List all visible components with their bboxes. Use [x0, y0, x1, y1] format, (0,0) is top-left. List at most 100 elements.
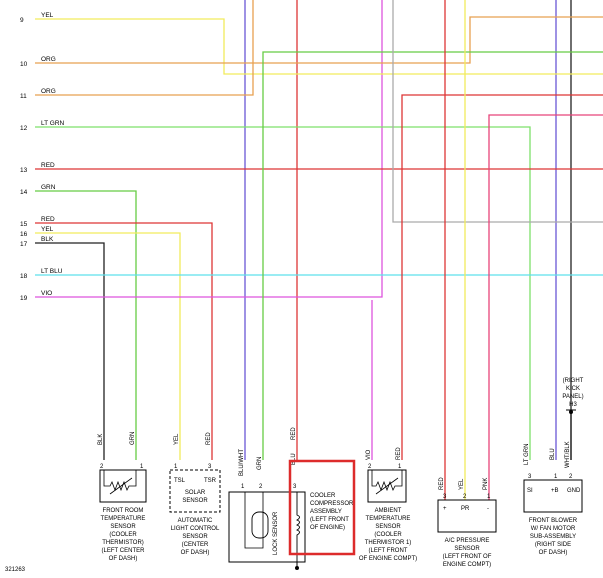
- solar-label-2: SENSOR: [182, 498, 208, 504]
- wire-row-12-ltgrn: [35, 126, 531, 460]
- pin-3: 3: [528, 474, 532, 480]
- pin-pr: PR: [461, 506, 470, 512]
- wire-label-vio: VIO: [366, 449, 372, 460]
- compressor-label-1: COOLER: [310, 493, 336, 499]
- ac-pressure-label-4: ENGINE COMPT): [443, 562, 491, 568]
- pin-gnd: GND: [567, 488, 581, 494]
- ambient-label-6: (LEFT FRONT: [369, 548, 408, 554]
- ambient-label-3: SENSOR: [375, 524, 401, 530]
- auto-light-label-2: LIGHT CONTROL: [171, 526, 220, 532]
- pin-si: SI: [527, 488, 533, 494]
- blower-label-3: SUB-ASSEMBLY: [530, 534, 576, 540]
- row-label-9: YEL: [41, 12, 54, 19]
- blower-label-5: OF DASH): [539, 550, 568, 556]
- row-number-14: 14: [20, 189, 28, 196]
- row-label-12: LT GRN: [41, 120, 65, 127]
- pin-2: 2: [368, 464, 372, 470]
- wire-row-19-vio: [35, 295, 383, 298]
- wire-label-pnk: PNK: [483, 478, 489, 490]
- wire-label-blk: BLK: [98, 434, 104, 445]
- front-room-label-7: OF DASH): [109, 556, 138, 562]
- front-room-temperature-sensor: 2 1 FRONT ROOM TEMPERATURE SENSOR (COOLE…: [99, 464, 147, 562]
- pin-plusb: +B: [551, 488, 559, 494]
- row-number-19: 19: [20, 295, 28, 302]
- ambient-label-7: OF ENGINE COMPT): [359, 556, 417, 562]
- pin-2: 2: [259, 484, 263, 490]
- wire-label-ltgrn: LT GRN: [524, 444, 530, 465]
- row-number-18: 18: [20, 273, 28, 280]
- auto-light-label-3: SENSOR: [182, 534, 208, 540]
- row-label-17: BLK: [41, 236, 54, 243]
- wire-label-grn: GRN: [130, 432, 136, 445]
- wire-label-bluwht: BLU/WHT: [239, 449, 245, 476]
- ground-label-line-1: (RIGHT: [563, 378, 584, 384]
- pin-1: 1: [398, 464, 402, 470]
- auto-light-label-4: (CENTER: [182, 542, 209, 548]
- row-label-19: VIO: [41, 290, 52, 297]
- ground-icon: [295, 566, 299, 570]
- diagram-id: 321263: [5, 567, 26, 573]
- wire-row-15-red: [35, 222, 213, 460]
- pin-1: 1: [174, 464, 178, 470]
- wire-row-11-org: [35, 0, 254, 96]
- ground-label-line-4: H3: [569, 402, 577, 408]
- pin-2: 2: [100, 464, 104, 470]
- ambient-label-1: AMBIENT: [375, 508, 402, 514]
- ac-pressure-label-3: (LEFT FRONT OF: [443, 554, 492, 560]
- wire-label-red-ac: RED: [439, 477, 445, 490]
- pin-tsr: TSR: [204, 478, 217, 484]
- blower-label-2: W/ FAN MOTOR: [531, 526, 576, 532]
- wire-row-17-blk: [35, 242, 105, 460]
- pin-plus: +: [443, 506, 447, 512]
- row-number-10: 10: [20, 61, 28, 68]
- front-room-label-2: TEMPERATURE: [101, 516, 146, 522]
- row-label-16: YEL: [41, 226, 54, 233]
- front-room-label-5: THERMISTOR): [102, 540, 144, 546]
- row-label-13: RED: [41, 162, 55, 169]
- row-label-18: LT BLU: [41, 268, 63, 275]
- pin-minus: -: [487, 506, 489, 512]
- wire-row-14-grn: [35, 190, 137, 460]
- pin-1: 1: [487, 494, 491, 500]
- ac-pressure-label-1: A/C PRESSURE: [445, 538, 490, 544]
- pin-1: 1: [554, 474, 558, 480]
- automatic-light-control-sensor: 1 3 TSL TSR SOLAR SENSOR AUTOMATIC LIGHT…: [169, 464, 221, 556]
- ambient-label-5: THERMISTOR 1): [365, 540, 412, 546]
- wire-grn-lock: [262, 51, 603, 460]
- ambient-temperature-sensor: 2 1 AMBIENT TEMPERATURE SENSOR (COOLER T…: [359, 464, 417, 562]
- compressor-label-5: OF ENGINE): [310, 525, 345, 531]
- row-label-10: ORG: [41, 56, 56, 63]
- wire-red-ambient: [401, 94, 603, 460]
- wire-label-red-comp: RED: [291, 427, 297, 440]
- row-number-9: 9: [20, 17, 24, 24]
- wire-pnk-pressure: [488, 114, 603, 500]
- front-room-label-3: SENSOR: [110, 524, 136, 530]
- solar-label-1: SOLAR: [185, 490, 206, 496]
- row-label-14: GRN: [41, 184, 56, 191]
- row-number-11: 11: [20, 93, 27, 100]
- row-number-17: 17: [20, 241, 28, 248]
- ac-pressure-sensor: 3 2 1 + PR - A/C PRESSURE SENSOR (LEFT F…: [437, 494, 497, 568]
- pin-1: 1: [241, 484, 245, 490]
- front-room-label-4: (COOLER: [109, 532, 137, 538]
- wire-label-grn-lock: GRN: [257, 457, 263, 470]
- pin-3: 3: [443, 494, 447, 500]
- wire-label-red: RED: [206, 432, 212, 445]
- cooler-compressor-assembly: 1 2 3 LOCK SENSOR COOLER COMPRESSOR ASSE…: [228, 484, 354, 570]
- ground-label-line-2: KICK: [566, 386, 580, 392]
- pin-3: 3: [208, 464, 212, 470]
- pin-2: 2: [463, 494, 467, 500]
- wire-gray: [392, 0, 603, 223]
- row-label-15: RED: [41, 216, 55, 223]
- pin-3: 3: [293, 484, 297, 490]
- front-room-label-1: FRONT ROOM: [103, 508, 144, 514]
- compressor-label-4: (LEFT FRONT: [310, 517, 349, 523]
- blower-label-4: (RIGHT SIDE: [535, 542, 571, 548]
- row-number-13: 13: [20, 167, 28, 174]
- row-number-15: 15: [20, 221, 28, 228]
- lock-sensor-label: LOCK SENSOR: [273, 511, 279, 555]
- wire-row-16-yel: [35, 232, 181, 460]
- ground-icon: [566, 409, 576, 414]
